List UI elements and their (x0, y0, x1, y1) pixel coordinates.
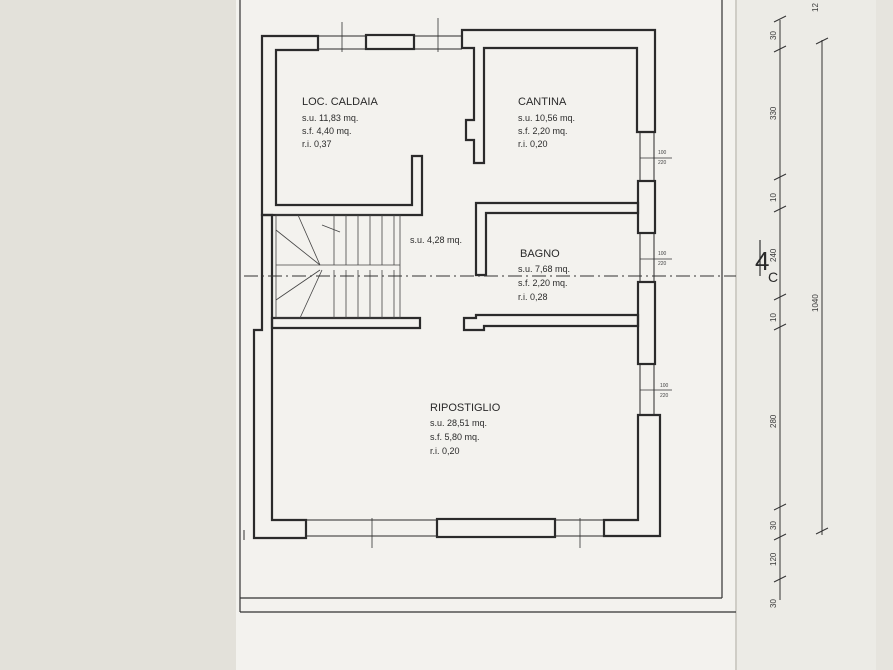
window-width: 220 (660, 393, 669, 399)
dim-240: 240 (769, 248, 778, 262)
room-su: s.u. 7,68 mq. (518, 264, 570, 274)
dim-330: 330 (769, 106, 778, 120)
room-sf: s.f. 5,80 mq. (430, 432, 480, 442)
dim-1040: 1040 (811, 294, 820, 312)
window-width: 220 (658, 261, 667, 267)
wall-cantina (460, 28, 657, 165)
window-ticks (341, 18, 672, 548)
wall-bottom-pier (435, 517, 557, 539)
window-label-2: 100 220 (658, 251, 667, 267)
dim-30c: 30 (769, 599, 778, 608)
window-height: 100 (660, 383, 669, 389)
room-ri: r.i. 0,37 (302, 139, 332, 149)
room-sf: s.f. 2,20 mq. (518, 278, 568, 288)
room-sf: s.f. 4,40 mq. (302, 126, 352, 136)
room-ri: r.i. 0,20 (430, 446, 460, 456)
room-name: LOC. CALDAIA (302, 96, 378, 108)
window-label-3: 100 220 (660, 383, 669, 399)
room-name: BAGNO (520, 248, 560, 260)
dim-280: 280 (769, 414, 778, 428)
paper-sheet (236, 0, 736, 670)
room-scala: s.u. 4,28 mq. (410, 235, 462, 245)
room-name: CANTINA (518, 96, 567, 108)
room-caldaia: LOC. CALDAIA s.u. 11,83 mq. s.f. 4,40 mq… (302, 96, 378, 149)
wall-bagno-bottom (462, 313, 640, 332)
section-letter: C (768, 269, 778, 285)
dimension-line (773, 15, 829, 600)
room-su: s.u. 4,28 mq. (410, 235, 462, 245)
room-bagno: BAGNO s.u. 7,68 mq. s.f. 2,20 mq. r.i. 0… (518, 248, 570, 302)
window-label-1: 100 220 (658, 150, 667, 166)
window-height: 100 (658, 251, 667, 257)
window-height: 100 (658, 150, 667, 156)
room-name: RIPOSTIGLIO (430, 402, 501, 414)
dim-30b: 30 (769, 521, 778, 530)
room-ri: r.i. 0,20 (518, 139, 548, 149)
room-su: s.u. 11,83 mq. (302, 113, 358, 123)
dim-120: 120 (769, 552, 778, 566)
room-su: s.u. 28,51 mq. (430, 418, 487, 428)
room-ripostiglio: RIPOSTIGLIO s.u. 28,51 mq. s.f. 5,80 mq.… (430, 402, 501, 456)
wall-bagno-top (474, 201, 640, 277)
dimension-labels: 30 330 10 240 10 280 30 120 30 1040 12 (769, 3, 820, 608)
window-width: 220 (658, 160, 667, 166)
staircase (275, 214, 401, 319)
section-number: 4 (755, 246, 769, 276)
wall-left (252, 213, 308, 540)
dim-10a: 10 (769, 193, 778, 202)
room-ri: r.i. 0,28 (518, 292, 548, 302)
left-background (0, 0, 250, 670)
room-su: s.u. 10,56 mq. (518, 113, 575, 123)
paper-margin (736, 0, 876, 670)
section-symbol: 4 C (755, 240, 778, 285)
room-cantina: CANTINA s.u. 10,56 mq. s.f. 2,20 mq. r.i… (518, 96, 575, 149)
wall-top-pier (364, 33, 416, 51)
dim-12: 12 (811, 3, 820, 12)
room-sf: s.f. 2,20 mq. (518, 126, 568, 136)
dim-30: 30 (769, 31, 778, 40)
dim-10b: 10 (769, 313, 778, 322)
stair-outline (275, 214, 401, 319)
